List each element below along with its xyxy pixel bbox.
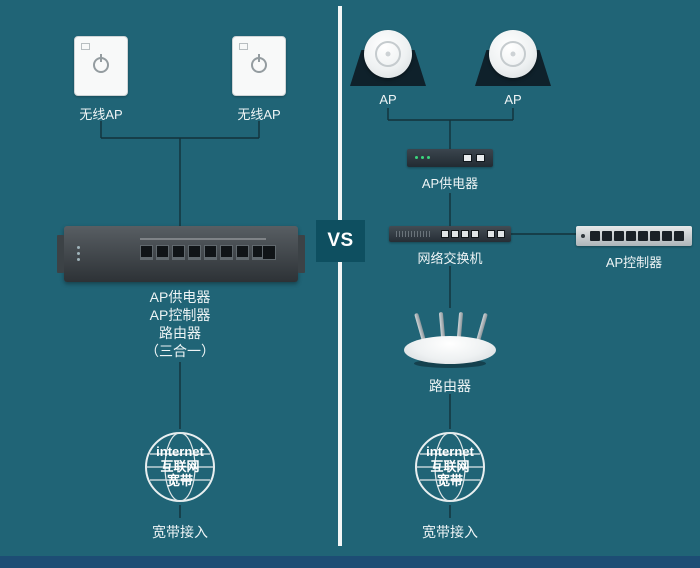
wall-ap-1-label: 无线AP xyxy=(79,107,123,122)
label-plate xyxy=(81,43,90,50)
divider-line xyxy=(338,6,342,546)
led xyxy=(427,156,430,159)
vs-label: VS xyxy=(327,230,354,251)
globe-line2: 互联网 xyxy=(430,458,470,474)
ethernet-port xyxy=(602,231,612,241)
ethernet-port xyxy=(172,245,185,260)
ceiling-ap-device-1 xyxy=(350,30,426,88)
ethernet-port xyxy=(220,245,233,260)
ceiling-ap-device-2 xyxy=(475,30,551,88)
ethernet-ports xyxy=(441,230,479,238)
led xyxy=(77,258,80,261)
ethernet-ports xyxy=(140,245,265,260)
poe-injector-label: AP供电器 xyxy=(421,176,479,191)
network-switch-device xyxy=(389,226,511,242)
led xyxy=(77,246,80,249)
ap-controller-device xyxy=(576,226,692,246)
ethernet-port xyxy=(497,230,505,238)
ap-controller-label: AP控制器 xyxy=(605,255,663,270)
ethernet-port xyxy=(441,230,449,238)
ethernet-port xyxy=(236,245,249,260)
ethernet-port xyxy=(461,230,469,238)
ceiling-ap-2-label: AP xyxy=(504,92,522,107)
ethernet-port xyxy=(140,245,153,260)
router-label: 路由器 xyxy=(429,378,471,394)
combo-label-1: AP供电器 xyxy=(149,289,211,305)
globe-icon xyxy=(415,432,485,502)
ethernet-port xyxy=(487,230,495,238)
combo-rack-device xyxy=(57,226,305,282)
led xyxy=(77,252,80,255)
ethernet-port xyxy=(638,231,648,241)
ethernet-port xyxy=(451,230,459,238)
ethernet-port xyxy=(156,245,169,260)
wall-ap-device-1 xyxy=(74,36,128,96)
globe-text: internet 互联网 宽带 xyxy=(412,429,488,505)
status-leds xyxy=(77,246,80,261)
combo-label-3: 路由器 xyxy=(159,325,201,341)
combo-label-2: AP控制器 xyxy=(149,307,211,323)
ethernet-port xyxy=(471,230,479,238)
wireless-router-device xyxy=(398,306,502,370)
ap-led xyxy=(510,51,516,57)
wall-ap-device-2 xyxy=(232,36,286,96)
ethernet-port xyxy=(662,231,672,241)
power-led xyxy=(581,234,585,238)
ethernet-ports xyxy=(590,231,684,241)
led xyxy=(415,156,418,159)
ethernet-port xyxy=(650,231,660,241)
ethernet-port xyxy=(188,245,201,260)
ethernet-port xyxy=(590,231,600,241)
globe-text: internet 互联网 宽带 xyxy=(142,429,218,505)
ap-led xyxy=(385,51,391,57)
uplink-port xyxy=(262,245,276,260)
right-access-label: 宽带接入 xyxy=(422,524,478,540)
globe-line1: internet xyxy=(426,444,474,460)
ceiling-ap-1-label: AP xyxy=(379,92,397,107)
router-dome xyxy=(404,336,496,364)
ethernet-port xyxy=(463,154,472,162)
power-icon xyxy=(251,57,267,73)
wall-ap-2-label: 无线AP xyxy=(237,107,281,122)
globe-icon xyxy=(145,432,215,502)
ethernet-port xyxy=(476,154,485,162)
label-plate xyxy=(239,43,248,50)
power-icon xyxy=(93,57,109,73)
led xyxy=(421,156,424,159)
vs-badge: VS xyxy=(316,220,365,262)
port-number-strip xyxy=(140,238,266,240)
bottom-bar xyxy=(0,556,700,568)
ap-ring xyxy=(375,41,401,67)
ethernet-port xyxy=(626,231,636,241)
left-access-label: 宽带接入 xyxy=(152,524,208,540)
status-leds xyxy=(415,156,430,159)
combo-device-labels: AP供电器 AP控制器 路由器 （三合一） xyxy=(80,288,280,360)
network-switch-label: 网络交换机 xyxy=(417,251,483,266)
ap-disc xyxy=(364,30,412,78)
vent-grille xyxy=(396,231,430,237)
ethernet-port xyxy=(614,231,624,241)
combo-label-4: （三合一） xyxy=(145,343,215,359)
uplink-ports xyxy=(487,230,505,238)
globe-line1: internet xyxy=(156,444,204,460)
internet-globe-left: internet 互联网 宽带 xyxy=(142,429,218,505)
ap-ring xyxy=(500,41,526,67)
ethernet-port xyxy=(674,231,684,241)
internet-globe-right: internet 互联网 宽带 xyxy=(412,429,488,505)
ethernet-port xyxy=(204,245,217,260)
globe-line3: 宽带 xyxy=(166,473,193,489)
poe-injector-device xyxy=(407,149,493,167)
ap-disc xyxy=(489,30,537,78)
globe-line2: 互联网 xyxy=(160,458,200,474)
globe-line3: 宽带 xyxy=(436,473,463,489)
